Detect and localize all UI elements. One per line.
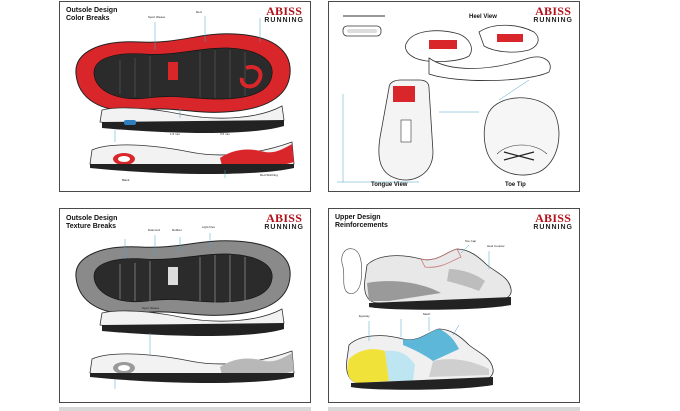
outsole-color-illustration <box>75 16 295 178</box>
caption: Sport Weave <box>148 15 166 19</box>
caption: 3.5 mm <box>220 132 231 136</box>
caption: Red Stitching <box>260 173 278 177</box>
upper-illustration <box>341 244 512 390</box>
brand-sub: RUNNING <box>533 224 573 231</box>
sheet-title: Outsole Design Texture Breaks <box>66 215 117 231</box>
brand-name: ABISS <box>535 4 572 18</box>
outsole-texture-illustration <box>75 233 295 389</box>
brand-logo: ABISS RUNNING <box>264 4 304 24</box>
caption: Toe Cap <box>465 239 477 243</box>
caption: Black <box>122 178 130 182</box>
heel-tongue-illustration <box>337 15 560 183</box>
caption: Light Flex <box>202 225 216 229</box>
title-line-1: Outsole Design <box>66 215 118 222</box>
title-line-1: Outsole Design <box>66 7 118 14</box>
brand-name: ABISS <box>266 211 303 225</box>
next-sheet-edge <box>328 407 580 411</box>
caption: Red <box>196 10 202 14</box>
toe-tip-label: Toe Tip <box>505 182 526 188</box>
brand-name: ABISS <box>535 211 572 225</box>
brand-sub: RUNNING <box>264 224 304 231</box>
tongue-view-label: Tongue View <box>371 182 408 188</box>
caption: Heel Counter <box>487 244 505 248</box>
title-line-2: Reinforcements <box>335 222 388 229</box>
heel-view-label: Heel View <box>469 14 497 20</box>
caption: Mesh <box>423 312 431 316</box>
brand-logo: ABISS RUNNING <box>533 4 573 24</box>
brand-logo: ABISS RUNNING <box>264 211 304 231</box>
brand-sub: RUNNING <box>264 17 304 24</box>
title-line-2: Color Breaks <box>66 15 110 22</box>
sheet-outsole-color-breaks: Outsole Design Color Breaks ABISS RUNNIN… <box>59 1 311 192</box>
sheet-title: Upper Design Reinforcements <box>335 214 388 230</box>
sheet-outsole-texture-breaks: Outsole Design Texture Breaks ABISS RUNN… <box>59 208 311 403</box>
caption: Sport Weave <box>142 306 160 310</box>
title-line-2: Texture Breaks <box>66 223 117 230</box>
caption: 1.5 mm <box>170 132 181 136</box>
caption: Diamond <box>148 228 161 232</box>
brand-sub: RUNNING <box>533 17 573 24</box>
title-line-1: Upper Design <box>335 214 381 221</box>
next-sheet-edge <box>59 407 311 411</box>
caption: Rubber <box>172 228 182 232</box>
caption: Eyestay <box>359 314 370 318</box>
sheet-title: Outsole Design Color Breaks <box>66 7 117 23</box>
sheet-upper-reinforcements: Upper Design Reinforcements ABISS RUNNIN… <box>328 208 580 403</box>
brand-logo: ABISS RUNNING <box>533 211 573 231</box>
sheet-heel-tongue-toe: ABISS RUNNING Heel View Tongue View Toe … <box>328 1 580 192</box>
brand-name: ABISS <box>266 4 303 18</box>
